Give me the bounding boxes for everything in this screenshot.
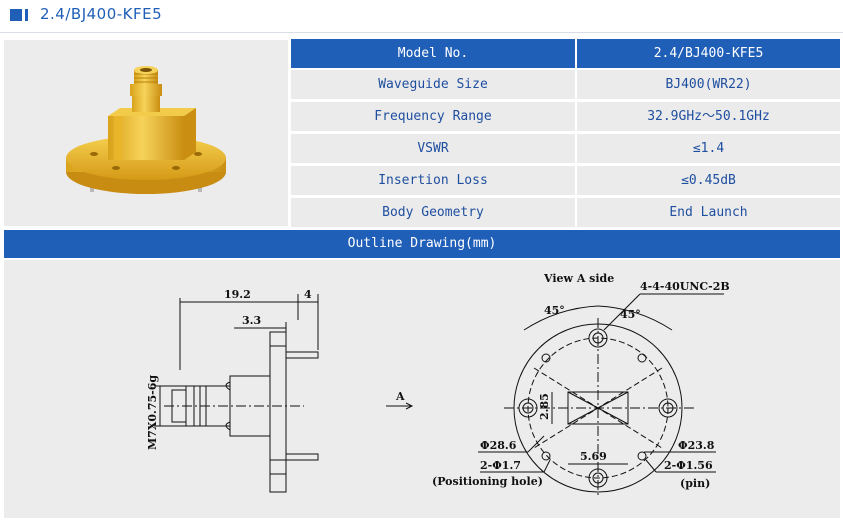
dim-waveguide-height: 2.85 <box>538 393 551 420</box>
spec-header-row: Model No. 2.4/BJ400-KFE5 <box>291 39 840 68</box>
spec-row-insertion-loss: Insertion Loss ≤0.45dB <box>291 166 840 195</box>
side-view <box>154 294 414 493</box>
spec-value: 32.9GHz～50.1GHz <box>577 102 840 131</box>
outline-drawing: 19.2 4 3.3 M7X0.75-6g A View A side 4-4-… <box>4 260 840 518</box>
page-title: 2.4/BJ400-KFE5 <box>40 5 163 23</box>
positioning-hole-spec: 2-Φ1.7 <box>480 459 521 472</box>
pin-note: (pin) <box>680 477 710 490</box>
spec-label: Insertion Loss <box>291 166 575 195</box>
title-marker-bar <box>25 9 28 21</box>
angle-right: 45° <box>620 308 641 321</box>
spec-label: Frequency Range <box>291 102 575 131</box>
spec-row-frequency-range: Frequency Range 32.9GHz～50.1GHz <box>291 102 840 131</box>
title-marker-icon <box>10 9 22 21</box>
view-arrow-label: A <box>395 390 405 403</box>
spec-row-body-geometry: Body Geometry End Launch <box>291 198 840 227</box>
view-label: View A side <box>543 272 614 285</box>
dia-bolt-circle: Φ23.8 <box>678 439 715 452</box>
spec-value: ≤0.45dB <box>577 166 840 195</box>
spec-label: Waveguide Size <box>291 70 575 99</box>
dim-pin-length: 4 <box>304 288 312 301</box>
spec-row-vswr: VSWR ≤1.4 <box>291 134 840 163</box>
spec-row-waveguide-size: Waveguide Size BJ400(WR22) <box>291 70 840 99</box>
dia-outer: Φ28.6 <box>480 439 517 452</box>
spec-label: Body Geometry <box>291 198 575 227</box>
angle-left: 45° <box>544 304 565 317</box>
front-view <box>478 293 724 498</box>
thread-spec: M7X0.75-6g <box>146 375 159 450</box>
spec-header-value: 2.4/BJ400-KFE5 <box>577 39 840 68</box>
adapter-illustration <box>66 66 226 194</box>
product-image <box>4 40 288 226</box>
spec-value: BJ400(WR22) <box>577 70 840 99</box>
spec-label: VSWR <box>291 134 575 163</box>
outline-drawing-title: Outline Drawing(mm) <box>4 230 840 258</box>
pin-spec: 2-Φ1.56 <box>664 459 713 472</box>
dim-total-length: 19.2 <box>224 288 251 301</box>
spec-header-label: Model No. <box>291 39 575 68</box>
positioning-hole-note: (Positioning hole) <box>432 475 543 488</box>
title-divider <box>0 32 843 33</box>
screw-spec: 4-4-40UNC-2B <box>640 280 730 293</box>
dim-waveguide-width: 5.69 <box>580 450 607 463</box>
drawing-svg: 19.2 4 3.3 M7X0.75-6g A View A side 4-4-… <box>146 272 730 498</box>
title-bar: 2.4/BJ400-KFE5 <box>0 0 843 32</box>
spec-value: ≤1.4 <box>577 134 840 163</box>
dim-flange: 3.3 <box>242 314 261 327</box>
spec-value: End Launch <box>577 198 840 227</box>
